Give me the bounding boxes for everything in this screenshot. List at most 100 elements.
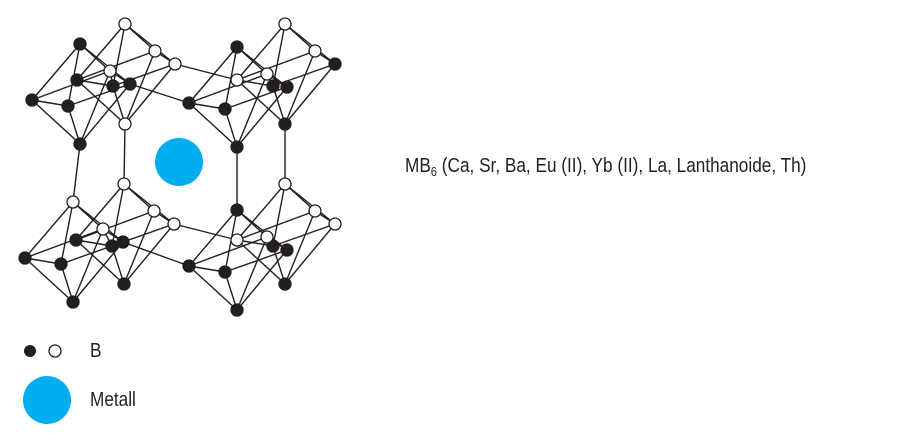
octahedron-edge: [236, 86, 288, 148]
boron-atom-open: [66, 195, 80, 209]
octahedron-edge: [188, 236, 268, 267]
octahedron-edge: [236, 73, 268, 148]
octahedron-edge: [79, 43, 111, 72]
boron-atom-open: [308, 204, 322, 218]
boron-atom-filled: [278, 277, 292, 291]
boron-atom-filled: [54, 257, 68, 271]
octahedron-edge: [31, 99, 81, 145]
boron-atom-filled: [280, 80, 294, 94]
legend-boron-open-dot: [48, 344, 62, 358]
octahedron-edge: [236, 23, 286, 81]
boron-atom-filled: [230, 203, 244, 217]
octahedron-edge: [79, 83, 131, 145]
boron-atom-open: [328, 217, 342, 231]
boron-atom-filled: [280, 243, 294, 257]
inter-octahedra-bond: [123, 123, 126, 185]
inter-octahedra-bond: [122, 241, 190, 267]
boron-atom-filled: [182, 259, 196, 273]
boron-atom-filled: [218, 265, 232, 279]
octahedron-edge: [284, 23, 316, 52]
boron-atom-filled: [69, 233, 83, 247]
boron-atom-open: [230, 233, 244, 247]
boron-atom-filled: [230, 140, 244, 154]
octahedron-edge: [284, 50, 316, 125]
inter-octahedra-bond: [173, 223, 238, 241]
octahedron-edge: [188, 265, 238, 311]
boron-atom-open: [260, 230, 274, 244]
legend-metal-circle: [23, 376, 71, 424]
boron-atom-filled: [278, 117, 292, 131]
inter-octahedra-bond: [174, 63, 238, 81]
legend-boron-filled-dot: [24, 345, 36, 357]
octahedron-edge: [75, 210, 155, 241]
octahedron-edge: [236, 210, 316, 241]
octahedron-edge: [236, 46, 268, 75]
metal-atom: [155, 138, 203, 186]
octahedron-edge: [31, 70, 111, 101]
boron-atom-open: [117, 177, 131, 191]
octahedron-edge: [76, 50, 156, 81]
boron-atoms: [18, 17, 342, 317]
octahedron-edge: [224, 249, 288, 273]
octahedron-edge: [124, 63, 176, 125]
boron-atom-filled: [182, 96, 196, 110]
boron-atom-filled: [117, 277, 131, 291]
boron-atom-filled: [230, 40, 244, 54]
octahedron-edge: [112, 23, 126, 87]
octahedron-edge: [236, 183, 286, 241]
octahedron-edge: [272, 223, 336, 247]
octahedron-edge: [24, 201, 74, 259]
boron-atom-filled: [116, 235, 130, 249]
boron-atom-filled: [230, 303, 244, 317]
octahedron-edge: [72, 201, 104, 230]
octahedron-edge: [188, 102, 238, 148]
boron-atom-open: [167, 217, 181, 231]
boron-atom-filled: [266, 79, 280, 93]
boron-atom-filled: [25, 93, 39, 107]
octahedron-edge: [31, 43, 81, 101]
bond-lines: [24, 23, 336, 311]
boron-atom-open: [96, 222, 110, 236]
formula-main: MB: [405, 155, 431, 177]
boron-atom-filled: [106, 79, 120, 93]
boron-atom-filled: [328, 57, 342, 71]
octahedron-edge: [284, 63, 336, 125]
boron-atom-open: [230, 73, 244, 87]
boron-atom-filled: [218, 102, 232, 116]
octahedron-edge: [75, 239, 125, 285]
octahedron-edge: [123, 183, 155, 212]
boron-atom-open: [148, 44, 162, 58]
inter-octahedra-bond: [129, 83, 190, 104]
boron-atom-filled: [61, 99, 75, 113]
boron-atom-open: [278, 17, 292, 31]
octahedron-edge: [72, 228, 104, 303]
octahedron-edge: [236, 236, 268, 311]
octahedron-edge: [188, 209, 238, 267]
boron-atom-filled: [73, 137, 87, 151]
octahedron-edge: [236, 249, 288, 311]
boron-atom-open: [147, 204, 161, 218]
octahedron-edge: [188, 46, 238, 104]
octahedron-edge: [67, 83, 131, 107]
octahedron-edge: [284, 210, 316, 285]
octahedron-edge: [236, 79, 286, 125]
octahedron-edge: [284, 183, 316, 212]
boron-atom-open: [260, 67, 274, 81]
boron-atom-filled: [18, 251, 32, 265]
boron-atom-filled: [266, 239, 280, 253]
legend-boron-label: B: [90, 340, 102, 362]
boron-atom-open: [118, 117, 132, 131]
octahedron-edge: [272, 23, 286, 87]
octahedron-edge: [236, 239, 286, 285]
octahedron-edge: [272, 183, 286, 247]
octahedron-edge: [24, 257, 74, 303]
compound-formula: MB6 (Ca, Sr, Ba, Eu (II), Yb (II), La, L…: [405, 155, 806, 179]
octahedron-edge: [188, 73, 268, 104]
boron-atom-filled: [105, 239, 119, 253]
formula-elements: (Ca, Sr, Ba, Eu (II), Yb (II), La, Lanth…: [437, 155, 807, 177]
boron-atom-open: [103, 64, 117, 78]
boron-atom-filled: [70, 73, 84, 87]
boron-atom-open: [278, 177, 292, 191]
legend-metal-label: Metall: [90, 389, 136, 411]
